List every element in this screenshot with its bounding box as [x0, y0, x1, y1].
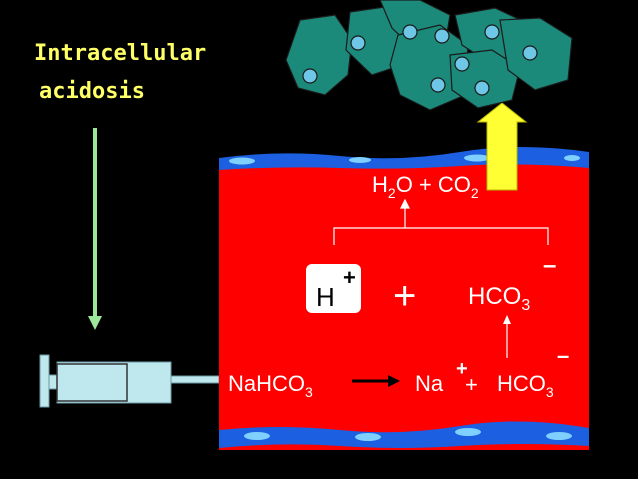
water-co2-label: H2O + CO2: [372, 172, 479, 201]
tissue-cells: [285, 0, 573, 111]
bicarbonate-label: HCO3: [468, 283, 530, 314]
combine-plus: +: [393, 274, 416, 318]
dissociation-arrow-up: [503, 315, 511, 358]
proton-box: [306, 264, 361, 313]
bicarbonate-charge: –: [543, 252, 556, 279]
sodium-bicarbonate-label: NaHCO3: [228, 371, 313, 400]
proton-label: H: [316, 282, 335, 312]
reaction-arrow: [352, 375, 400, 387]
products-plus: +: [465, 372, 478, 397]
up-arrow: [476, 102, 528, 191]
combine-bracket: [333, 198, 549, 245]
syringe-icon: [39, 354, 220, 408]
down-arrow: [88, 128, 102, 330]
blood-vessel: [219, 147, 589, 450]
side-label-line2: acidosis: [39, 79, 145, 104]
product-bicarbonate-label: HCO3: [497, 371, 554, 400]
product-bicarbonate-charge: –: [557, 343, 569, 368]
sodium-label: Na: [415, 371, 444, 396]
side-label-line1: Intracellular: [34, 41, 206, 66]
proton-charge: +: [343, 265, 356, 290]
sodium-charge: +: [456, 358, 468, 380]
